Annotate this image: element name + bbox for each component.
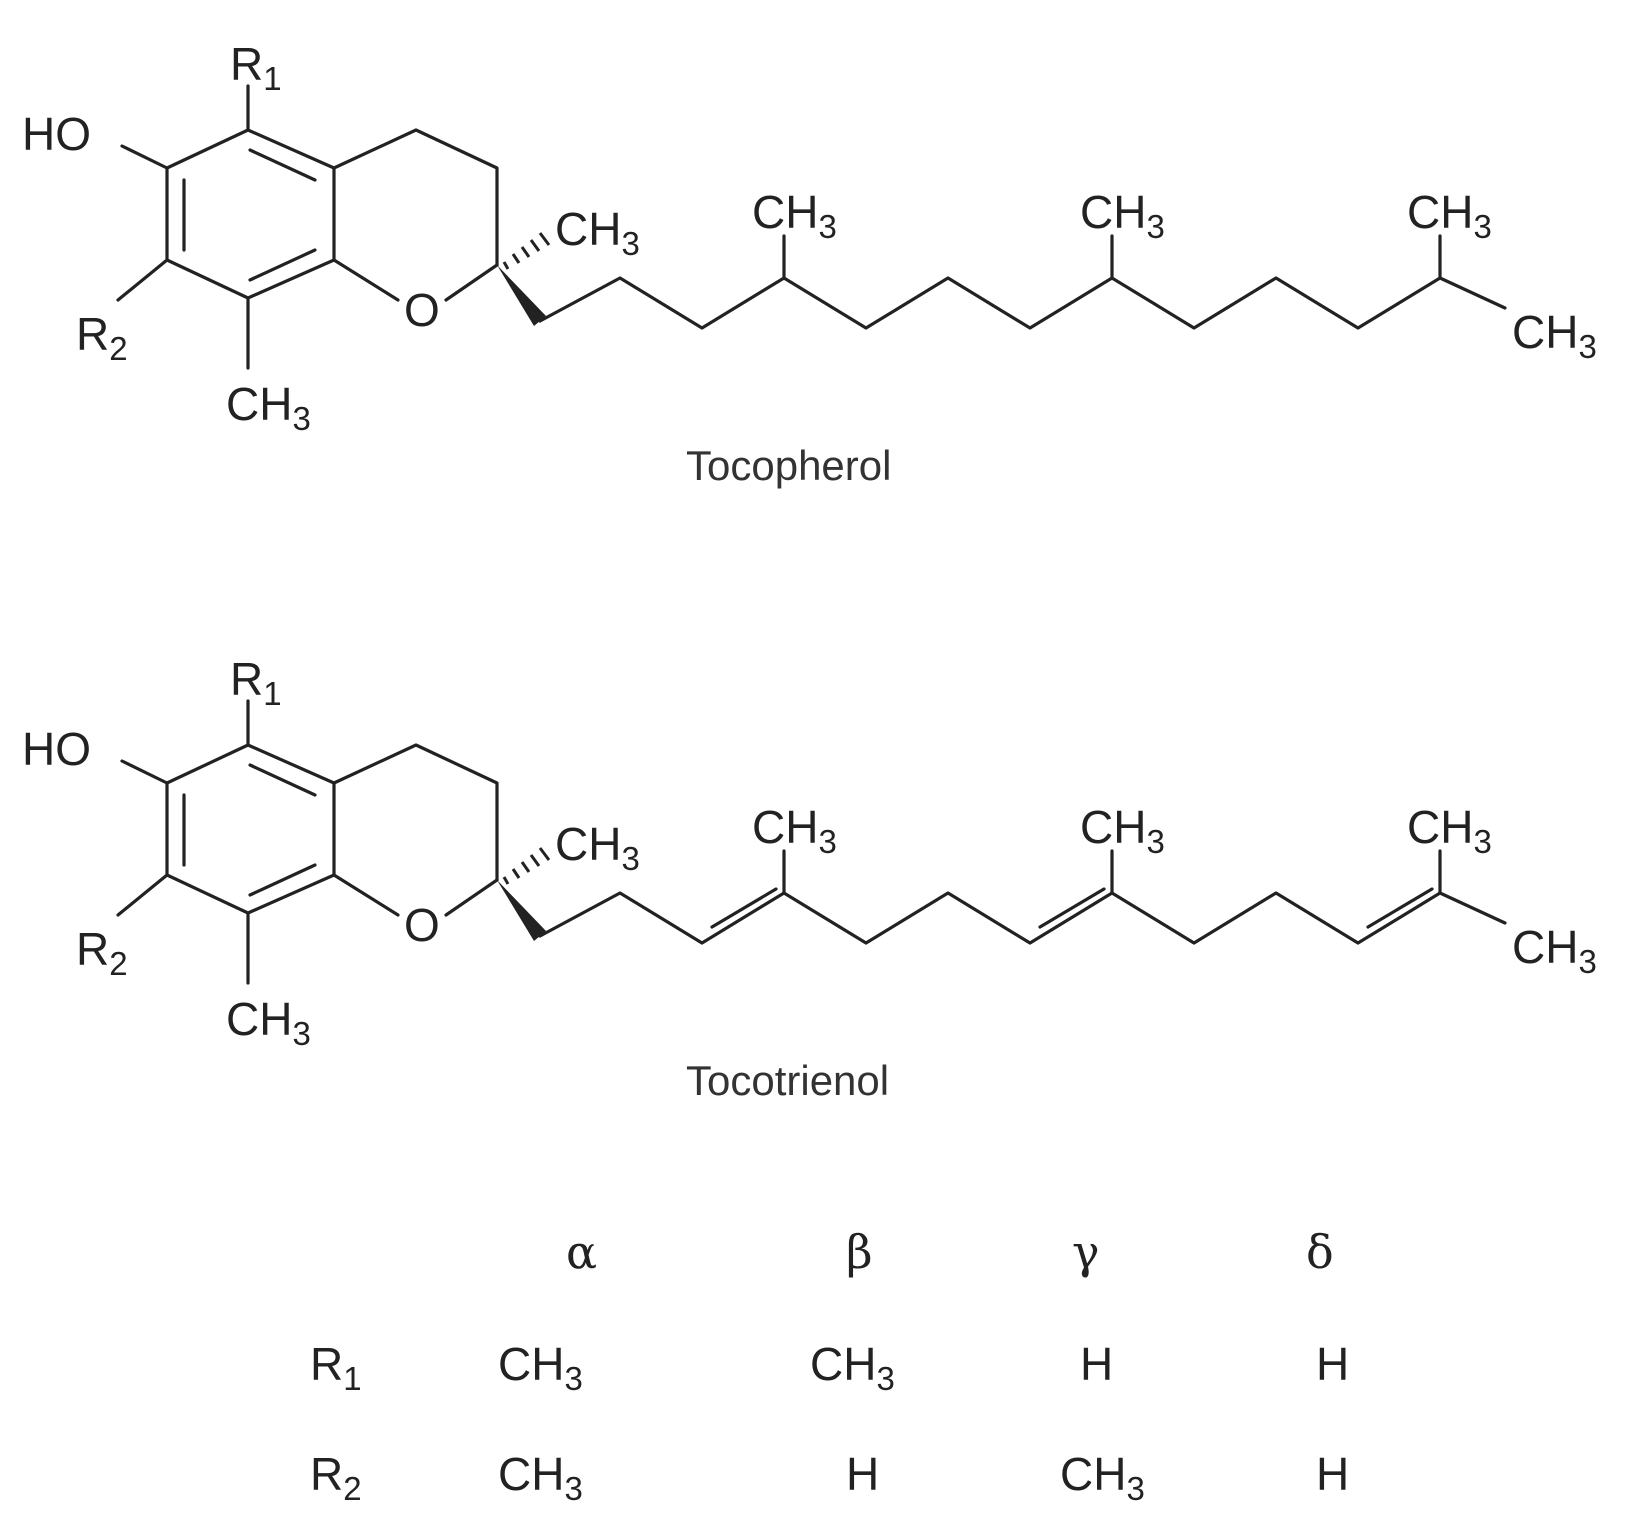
ch3-label: CH3 [752,801,837,860]
r1-label: R1 [230,38,282,97]
table-cell: H [1316,1338,1349,1390]
table-cell: CH3 [1060,1448,1145,1507]
chromanol-ring [116,699,551,985]
ring-oxygen-label: O [404,899,440,951]
ch3-label: CH3 [1080,801,1165,860]
ch3-label: CH3 [226,993,311,1052]
ch3-label: CH3 [226,378,311,437]
ho-label: HO [22,108,91,160]
hashed-wedge [502,232,551,270]
side-chain [538,891,1507,945]
ch3-label: CH3 [1407,186,1492,245]
table-cell: CH3 [810,1338,895,1397]
double-bond [1366,887,1434,929]
hashed-wedge [502,847,551,885]
double-bond [1038,887,1106,929]
table-cell: H [1080,1338,1113,1390]
column-header-beta: β [846,1225,873,1279]
row-label-r1: R1 [310,1338,362,1397]
side-chain [538,276,1507,330]
ch3-label: CH3 [1080,186,1165,245]
tocotrienol-structure: R1 HO R2 O CH3 CH3 CH3 CH3 CH3 CH3 Tocot… [22,653,1597,1104]
tocopherol-structure: R1 HO R2 O CH3 CH3 CH3 CH3 CH3 CH3 Tocop… [22,38,1597,489]
r2-label: R2 [76,923,128,982]
r2-label: R2 [76,308,128,367]
table-cell: H [846,1448,879,1500]
table-cell: CH3 [498,1448,583,1507]
bold-wedge [497,265,546,326]
substituent-table: α β γ δ R1 CH3 CH3 H H R2 CH3 H CH3 H [310,1225,1349,1507]
bold-wedge [497,880,546,941]
ch3-label: CH3 [555,818,640,877]
ch3-label: CH3 [555,203,640,262]
ring-oxygen-label: O [404,284,440,336]
column-header-alpha: α [566,1225,597,1279]
r1-label: R1 [230,653,282,712]
chromanol-ring [116,84,551,370]
column-header-delta: δ [1306,1225,1334,1279]
ho-label: HO [22,723,91,775]
tocotrienol-caption: Tocotrienol [686,1057,889,1104]
ch3-label: CH3 [1512,921,1597,980]
ch3-label: CH3 [752,186,837,245]
tocopherol-caption: Tocopherol [686,442,891,489]
double-bond [710,887,778,929]
column-header-gamma: γ [1072,1225,1100,1279]
row-label-r2: R2 [310,1448,362,1507]
table-cell: H [1316,1448,1349,1500]
table-cell: CH3 [498,1338,583,1397]
ch3-label: CH3 [1512,306,1597,365]
ch3-label: CH3 [1407,801,1492,860]
